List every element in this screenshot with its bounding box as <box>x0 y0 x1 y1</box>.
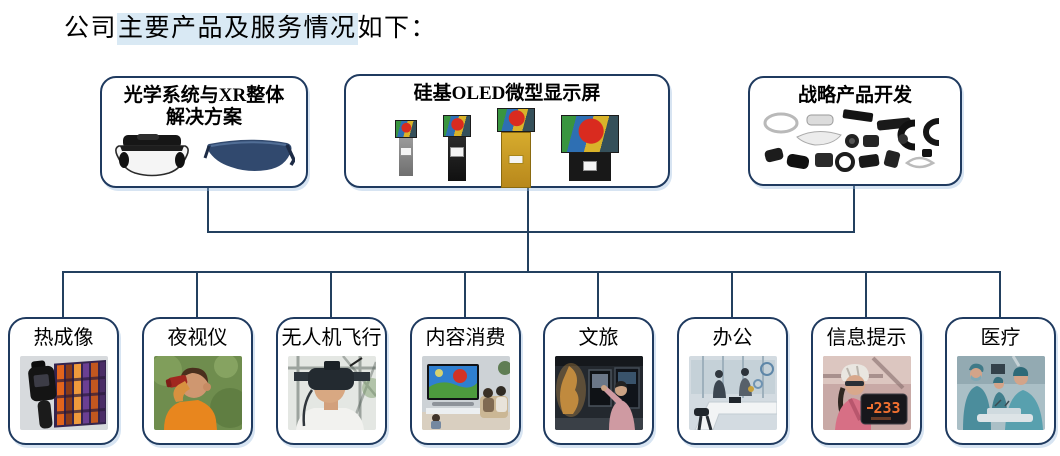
thermal-camera-photo <box>19 355 108 430</box>
node-medical: 医疗 <box>945 317 1056 445</box>
node-thermal-imaging: 热成像 <box>8 317 119 445</box>
node-label: 文旅 <box>578 327 619 349</box>
node-label: 内容消费 <box>425 327 506 349</box>
node-label: 医疗 <box>980 327 1021 349</box>
connector-line <box>597 272 599 317</box>
node-label: 夜视仪 <box>167 327 228 349</box>
oled-module-small <box>395 120 417 177</box>
connector-line <box>207 188 209 233</box>
oled-module-wide <box>561 115 619 182</box>
connector-line <box>853 186 855 233</box>
node-label: 信息提示 <box>826 327 907 349</box>
node-office: 办公 <box>677 317 788 445</box>
node-label: 战略产品开发 <box>797 85 912 106</box>
oled-module-large-yellow <box>497 108 535 189</box>
node-label: 热成像 <box>33 327 94 349</box>
oled-modules-row <box>346 108 668 189</box>
node-drone-flight: 无人机飞行 <box>276 317 387 445</box>
hud-power-value: 233 <box>873 399 900 417</box>
page-title: 公司主要产品及服务情况如下： <box>64 8 438 45</box>
title-highlighted-text: 主要产品及服务情况 <box>117 13 358 45</box>
vr-headset-image <box>115 133 189 177</box>
connector-bus-top <box>207 231 855 233</box>
title-suffix: 如下： <box>357 15 438 42</box>
node-label: 硅基OLED微型显示屏 <box>413 83 601 104</box>
node-oled-microdisplay: 硅基OLED微型显示屏 <box>344 74 670 189</box>
node-strategic-product-dev: 战略产品开发 <box>748 76 962 186</box>
connector-line <box>330 272 332 317</box>
node-content-consumption: 内容消费 <box>410 317 521 445</box>
fpv-goggles-photo <box>287 355 376 430</box>
home-theater-photo <box>421 355 510 430</box>
node-label: 光学系统与XR整体 解决方案 <box>123 85 285 129</box>
connector-line <box>464 272 466 317</box>
node-information-prompt: 信息提示 233 <box>811 317 922 445</box>
node-night-vision: 夜视仪 <box>142 317 253 445</box>
exploded-parts-image <box>763 109 940 173</box>
node-label: 无人机飞行 <box>281 327 382 349</box>
connector-line <box>196 272 198 317</box>
title-prefix: 公司 <box>64 15 118 42</box>
surgery-room-photo <box>956 355 1045 430</box>
node-culture-tourism: 文旅 <box>543 317 654 445</box>
connector-bus-bottom <box>62 271 1001 273</box>
ar-glasses-image <box>203 139 295 171</box>
connector-line <box>731 272 733 317</box>
node-optics-xr-solution: 光学系统与XR整体 解决方案 <box>100 76 308 188</box>
modern-office-photo <box>688 355 777 430</box>
connector-line <box>527 188 529 273</box>
night-vision-photo <box>153 355 242 430</box>
oled-module-medium <box>443 115 471 182</box>
connector-line <box>999 272 1001 317</box>
node-label: 办公 <box>712 327 753 349</box>
museum-exhibit-photo <box>554 355 643 430</box>
connector-line <box>62 272 64 317</box>
connector-line <box>865 272 867 317</box>
cycling-hud-photo: 233 <box>822 355 911 430</box>
